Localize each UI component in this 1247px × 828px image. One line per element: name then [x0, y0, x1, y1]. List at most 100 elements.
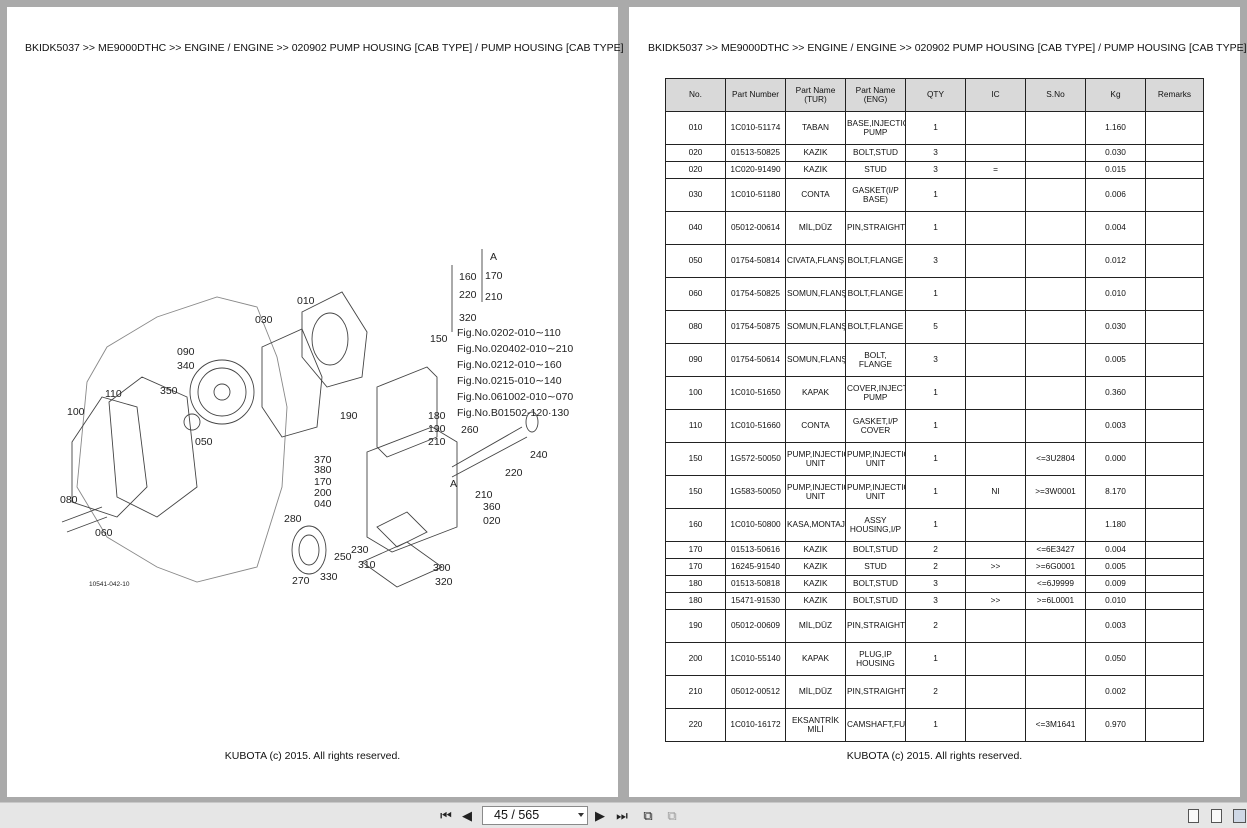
cell-serial-no [1025, 244, 1086, 278]
svg-text:100: 100 [67, 406, 85, 418]
continuous-icon[interactable] [1211, 809, 1222, 823]
cell-serial-no [1025, 178, 1086, 212]
cell-remarks [1145, 211, 1204, 245]
breadcrumb-left: BKIDK5037 >> ME9000DTHC >> ENGINE / ENGI… [25, 42, 624, 54]
cell-no: 180 [665, 592, 726, 610]
cell-qty: 3 [905, 592, 966, 610]
rotate-icon[interactable]: ⧉ [643, 808, 653, 823]
cell-part-name-tur: KAZIK [785, 592, 846, 610]
cell-kg: 0.002 [1085, 675, 1146, 709]
svg-text:240: 240 [530, 449, 548, 461]
cell-no: 040 [665, 211, 726, 245]
page-number-select[interactable]: 45 / 565 [482, 806, 588, 825]
cell-part-number: 1C010-51180 [725, 178, 786, 212]
prev-page-icon[interactable]: ◀ [462, 808, 472, 823]
cell-ic [965, 508, 1026, 542]
cell-part-number: 01513-50825 [725, 144, 786, 162]
column-header: Kg [1085, 78, 1146, 112]
cell-kg: 0.005 [1085, 558, 1146, 576]
cell-kg: 0.004 [1085, 541, 1146, 559]
svg-text:170: 170 [314, 476, 332, 488]
cell-kg: 0.360 [1085, 376, 1146, 410]
cell-ic: >> [965, 558, 1026, 576]
cell-part-number: 01513-50818 [725, 575, 786, 593]
cell-part-number: 1C010-51174 [725, 111, 786, 145]
cell-part-number: 15471-91530 [725, 592, 786, 610]
cell-qty: 1 [905, 642, 966, 676]
cell-no: 170 [665, 558, 726, 576]
cell-part-number: 01754-50814 [725, 244, 786, 278]
svg-text:080: 080 [60, 494, 78, 506]
cell-part-name-eng: BOLT, FLANGE [845, 343, 906, 377]
svg-text:260: 260 [461, 424, 479, 436]
cell-part-name-tur: KAZIK [785, 144, 846, 162]
svg-text:210: 210 [475, 489, 493, 501]
page-indicator: 45 / 565 [494, 808, 540, 822]
cell-remarks [1145, 475, 1204, 509]
svg-text:370: 370 [314, 454, 332, 466]
right-page: BKIDK5037 >> ME9000DTHC >> ENGINE / ENGI… [629, 7, 1247, 797]
cell-qty: 1 [905, 708, 966, 742]
column-header: S.No [1025, 78, 1086, 112]
cell-remarks [1145, 592, 1204, 610]
next-page-icon[interactable]: ▶ [595, 808, 605, 823]
cell-remarks [1145, 642, 1204, 676]
column-header: Remarks [1145, 78, 1204, 112]
svg-text:220: 220 [459, 289, 477, 301]
column-header: Part Number [725, 78, 786, 112]
breadcrumb-right: BKIDK5037 >> ME9000DTHC >> ENGINE / ENGI… [648, 42, 1247, 54]
cell-kg: 1.180 [1085, 508, 1146, 542]
cell-remarks [1145, 508, 1204, 542]
cell-ic [965, 442, 1026, 476]
rotate-alt-icon[interactable]: ⧉ [667, 808, 677, 823]
svg-text:10541-042-10: 10541-042-10 [89, 581, 130, 588]
cell-part-name-tur: EKSANTRİK MİLİ [785, 708, 846, 742]
svg-text:Fig.No.061002-010∼070: Fig.No.061002-010∼070 [457, 391, 573, 403]
cell-ic [965, 609, 1026, 643]
cell-ic [965, 642, 1026, 676]
cell-kg: 0.050 [1085, 642, 1146, 676]
cell-part-name-eng: BOLT,FLANGE [845, 244, 906, 278]
cell-kg: 0.009 [1085, 575, 1146, 593]
svg-text:210: 210 [428, 436, 446, 448]
cell-qty: 3 [905, 343, 966, 377]
cell-ic [965, 144, 1026, 162]
svg-text:060: 060 [95, 527, 113, 539]
two-page-icon[interactable] [1233, 809, 1246, 823]
cell-qty: 2 [905, 558, 966, 576]
cell-ic [965, 343, 1026, 377]
cell-part-name-tur: TABAN [785, 111, 846, 145]
cell-part-name-tur: PUMP,INJECTION UNIT [785, 475, 846, 509]
cell-part-number: 01754-50614 [725, 343, 786, 377]
cell-no: 010 [665, 111, 726, 145]
cell-qty: 2 [905, 675, 966, 709]
cell-part-name-eng: PUMP,INJECTION UNIT [845, 475, 906, 509]
column-header: No. [665, 78, 726, 112]
svg-text:330: 330 [320, 571, 338, 583]
cell-ic [965, 111, 1026, 145]
cell-qty: 1 [905, 442, 966, 476]
cell-no: 220 [665, 708, 726, 742]
first-page-icon[interactable]: ⏮ [440, 808, 452, 823]
cell-qty: 3 [905, 244, 966, 278]
svg-text:340: 340 [177, 360, 195, 372]
cell-remarks [1145, 575, 1204, 593]
footer-right: KUBOTA (c) 2015. All rights reserved. [846, 750, 1023, 762]
cell-part-name-eng: ASSY HOUSING,I/P [845, 508, 906, 542]
single-page-icon[interactable] [1188, 809, 1199, 823]
cell-no: 110 [665, 409, 726, 443]
last-page-icon[interactable]: ⏭ [616, 808, 628, 823]
cell-part-name-tur: KAZIK [785, 161, 846, 179]
cell-serial-no [1025, 675, 1086, 709]
cell-part-name-tur: SOMUN,FLANŞ [785, 343, 846, 377]
cell-kg: 0.004 [1085, 211, 1146, 245]
cell-part-name-eng: STUD [845, 161, 906, 179]
